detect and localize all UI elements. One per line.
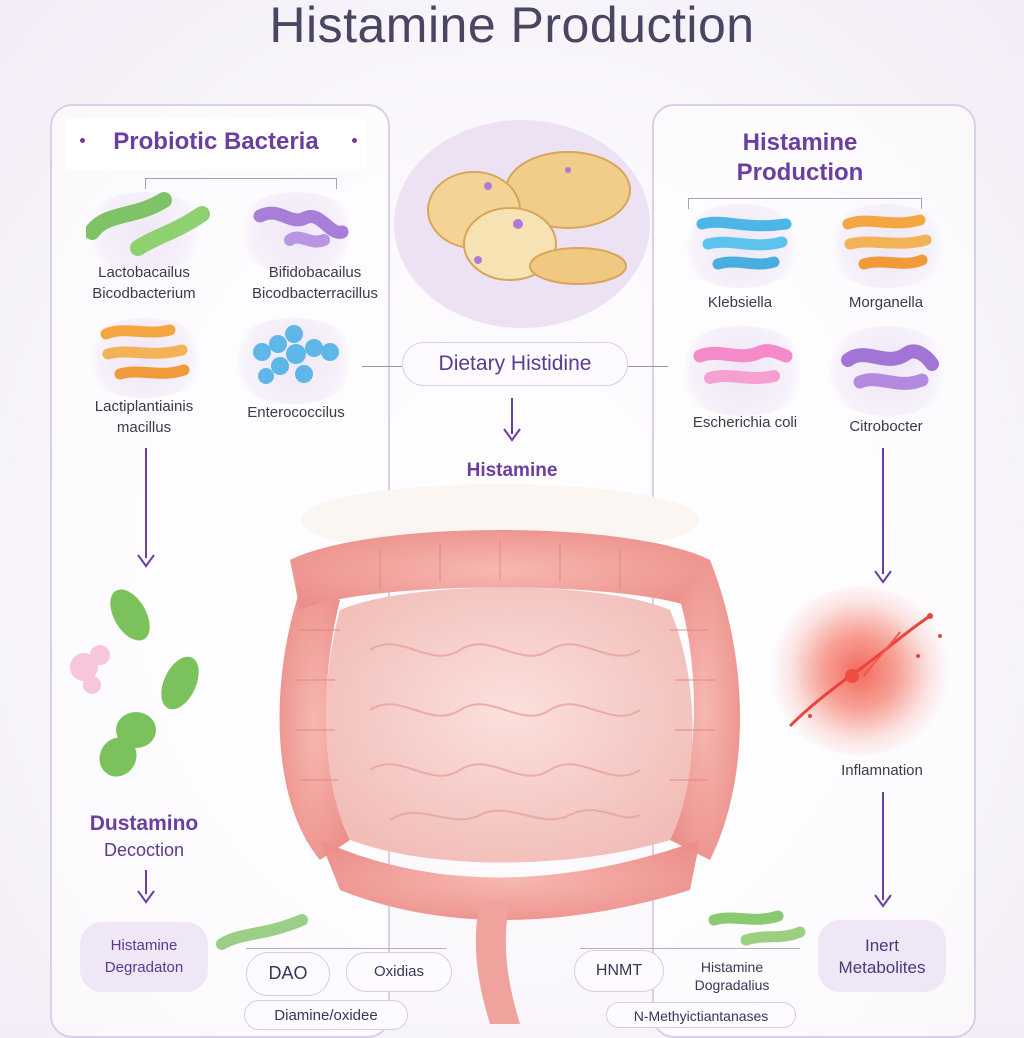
nmt-pill: N-Methyictiantanases — [606, 1002, 796, 1028]
right-arrow2-head — [874, 894, 892, 908]
dietary-connector-left — [362, 366, 402, 367]
enterococcus-icon — [253, 325, 339, 384]
left-outcome-line1: Dustamino — [89, 812, 199, 835]
probiotic-heading: Probiotic Bacteria — [113, 128, 319, 155]
klebsiella-label: Klebsiella — [707, 294, 773, 311]
oxidase-label: Oxidias — [373, 963, 425, 980]
heading-dot-right — [352, 138, 357, 143]
morganella-label: Morganella — [848, 294, 924, 311]
ecoli-icon — [693, 344, 793, 384]
dao-label: DAO — [268, 963, 308, 983]
inflammation-burst-icon — [788, 613, 942, 728]
left-outcome-line2: Decoction — [103, 840, 185, 860]
dietary-connector-right — [628, 366, 668, 367]
right-arrow-head — [874, 570, 892, 584]
left-arrow2-head — [137, 890, 155, 904]
morganella-icon — [842, 214, 932, 270]
right-arrow2-shaft — [882, 792, 884, 900]
heading-dot-left — [80, 138, 85, 143]
probiotic-heading-bg — [66, 118, 366, 170]
right-arrow-shaft — [882, 448, 884, 574]
lactobacillus-icon — [86, 192, 210, 256]
bifidobacterium-icon — [253, 206, 349, 248]
dietary-histidine-label: Dietary Histidine — [438, 352, 592, 375]
histamine-label: Histamine — [466, 460, 558, 481]
hnmt-pill: HNMT — [574, 950, 664, 992]
citrobacter-label: Citrobocter — [849, 418, 923, 435]
page-title: Histamine Production — [269, 0, 755, 53]
inflammation-glow — [770, 586, 950, 756]
bottom-connector-left — [246, 948, 446, 949]
ecoli-blob — [672, 326, 812, 416]
lactiplantibacillus-icon — [100, 324, 190, 380]
bottom-bacteria-right-icon — [708, 910, 806, 946]
enterococcus-label: Enterococcilus — [247, 404, 345, 421]
hnmt-label: HNMT — [595, 962, 643, 979]
food-illustration-icon — [427, 151, 631, 285]
bottom-connector-right — [580, 948, 800, 949]
inflammation-label: Inflamnation — [841, 762, 923, 779]
klebsiella-icon — [696, 216, 792, 270]
left-arrow-shaft — [145, 448, 147, 558]
center-arrow-shaft — [511, 398, 513, 434]
oxidase-pill: Oxidias — [346, 952, 452, 992]
production-bracket — [688, 198, 922, 209]
citrobacter-icon — [841, 344, 939, 390]
dao-pill: DAO — [246, 952, 330, 996]
intestine-illustration — [279, 484, 740, 1024]
dietary-histidine-pill: Dietary Histidine — [402, 342, 628, 386]
center-arrow-head — [503, 428, 521, 442]
bottom-bacteria-left-icon — [216, 914, 308, 950]
left-arrow-head — [137, 554, 155, 568]
leaf-decoration — [70, 589, 199, 777]
citrobacter-blob — [820, 326, 954, 416]
nmt-label: N-Methyictiantanases — [633, 1008, 769, 1024]
left-arrow2-shaft — [145, 870, 147, 894]
ecoli-label: Escherichia coli — [692, 414, 798, 431]
probiotic-bracket — [145, 178, 337, 189]
diamine-label: Diamine/oxidee — [274, 1007, 378, 1024]
diamine-pill: Diamine/oxidee — [244, 1000, 408, 1030]
